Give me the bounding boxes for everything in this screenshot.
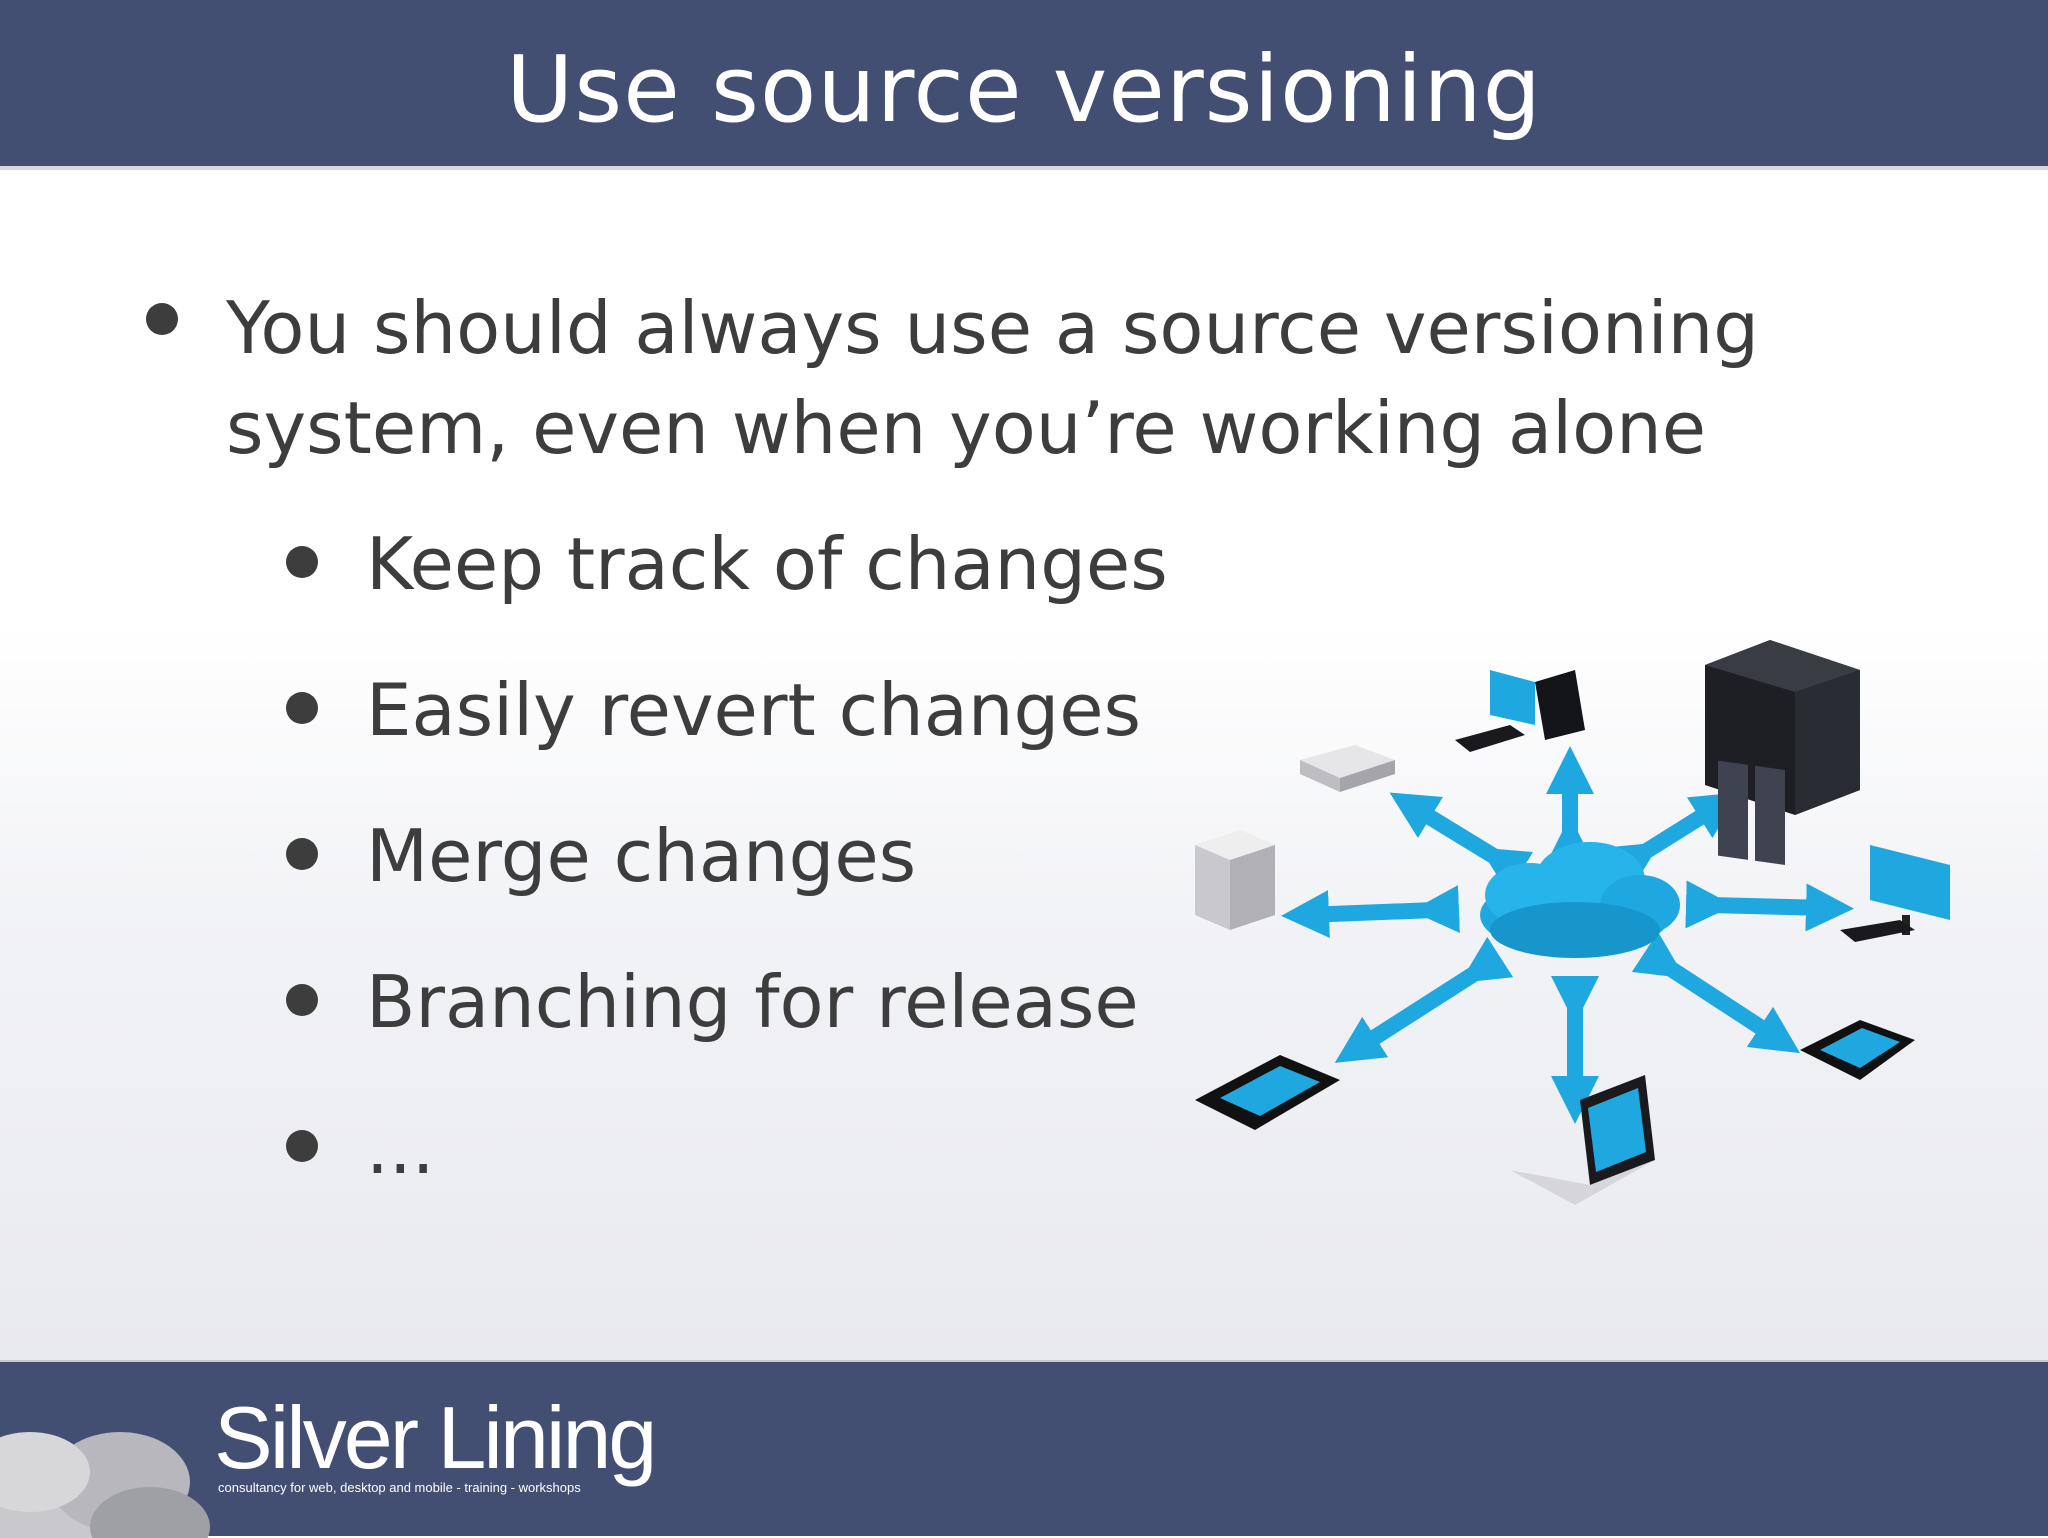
- arrow-down-left: [1334, 936, 1514, 1063]
- tower-server-icon: [1195, 830, 1275, 930]
- sub-bullet-3: Merge changes: [366, 814, 917, 898]
- smartphone-icon: [1195, 1055, 1340, 1130]
- laptop-icon: [1510, 1075, 1655, 1205]
- sub-bullet-1: Keep track of changes: [366, 522, 1168, 606]
- bullet-dot: [286, 838, 318, 870]
- desktop-computer-icon: [1455, 670, 1585, 752]
- brand-tagline: consultancy for web, desktop and mobile …: [218, 1480, 581, 1495]
- footer-bar: [0, 1360, 2048, 1538]
- network-diagram: [1195, 640, 1950, 1205]
- arrow-down-right: [1631, 931, 1801, 1054]
- monitor-icon: [1840, 845, 1950, 942]
- sub-bullet-2: Easily revert changes: [366, 668, 1142, 752]
- cloud-icon: [1480, 842, 1680, 958]
- cloud-logo-icon: [0, 1432, 210, 1538]
- bullet-dot: [286, 692, 318, 724]
- arrow-up-left: [1389, 792, 1533, 893]
- tablet-phone-icon: [1800, 1020, 1915, 1080]
- arrow-left: [1281, 885, 1460, 939]
- title-bar: Use source versioning: [0, 0, 2048, 170]
- brand-name: Silver Lining: [214, 1388, 657, 1487]
- bullet-dot: [286, 984, 318, 1016]
- sub-bullet-4: Branching for release: [366, 960, 1139, 1044]
- sub-bullet-5: ...: [366, 1106, 435, 1190]
- main-bullet-text: You should always use a source versionin…: [226, 286, 1759, 470]
- arrow-up-right: [1606, 792, 1741, 889]
- slide-title: Use source versioning: [505, 36, 1543, 143]
- bullet-dot: [146, 303, 178, 335]
- router-icon: [1300, 745, 1395, 792]
- bullet-dot: [286, 1130, 318, 1162]
- bullet-dot: [286, 546, 318, 578]
- arrows: [1281, 746, 1854, 1124]
- server-rack-icon: [1705, 640, 1860, 866]
- arrow-right: [1685, 880, 1854, 932]
